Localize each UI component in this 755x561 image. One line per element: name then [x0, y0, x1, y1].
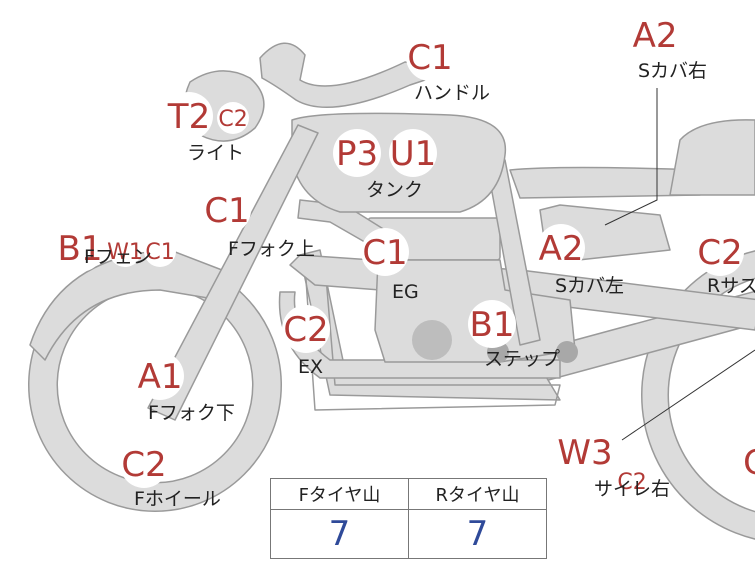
header-rear-tire: Rタイヤ山: [408, 478, 547, 510]
badge-f-fender-main: B1: [56, 224, 104, 272]
badge-light-main: T2: [165, 92, 213, 140]
value-front-tire: 7: [270, 509, 409, 559]
label-s-cover-right: Sカバ右: [638, 60, 708, 82]
svg-text:C2: C2: [121, 445, 166, 485]
svg-text:P3: P3: [336, 134, 378, 174]
svg-text:U1: U1: [390, 134, 437, 174]
badge-ex: C2: [282, 305, 330, 353]
header-front-tire: Fタイヤ山: [270, 478, 409, 510]
svg-text:C2: C2: [283, 310, 328, 350]
badge-f-wheel: C2: [120, 440, 168, 488]
front-fork: [147, 124, 319, 421]
badge-silencer-main: W3: [557, 428, 613, 476]
badge-s-cover-left: A2: [537, 224, 585, 272]
svg-text:C2: C2: [617, 470, 646, 495]
code-badges: C1 A2 T2 C2 P3 U1 C1 C1 A2 C2 B1 W1 C1 C…: [56, 11, 755, 497]
svg-text:A2: A2: [539, 229, 584, 269]
badge-f-fork-upper: C1: [203, 186, 251, 234]
badge-r-sus: C2: [696, 228, 744, 276]
svg-text:W1: W1: [107, 240, 143, 265]
badge-eg: C1: [361, 228, 409, 276]
svg-text:C1: C1: [145, 240, 174, 265]
badge-f-fender-sub1: W1: [107, 235, 143, 267]
badge-f-fork-lower: A1: [136, 352, 184, 400]
svg-text:B1: B1: [470, 305, 515, 345]
tire-tread-table: Fタイヤ山 Rタイヤ山 7 7: [270, 478, 547, 559]
table-header-row: Fタイヤ山 Rタイヤ山: [270, 478, 547, 510]
label-f-fender: Fフェン: [84, 246, 152, 268]
motorcycle-silhouette: [28, 42, 755, 540]
badge-s-cover-right: A2: [631, 11, 679, 59]
badge-tank-2: U1: [389, 129, 437, 177]
table-row: 7 7: [270, 509, 547, 559]
badge-step: B1: [468, 300, 516, 348]
svg-text:T2: T2: [167, 97, 210, 137]
label-step: ステップ: [484, 348, 561, 370]
label-s-cover-left: Sカバ左: [555, 275, 625, 297]
label-tank: タンク: [366, 179, 424, 201]
badge-silencer-sub: C2: [616, 465, 648, 497]
svg-text:C2: C2: [697, 233, 742, 273]
label-light: ライト: [187, 142, 245, 164]
label-f-wheel: Fホイール: [134, 488, 221, 510]
svg-text:C1: C1: [407, 38, 452, 78]
label-ex: EX: [298, 356, 324, 378]
svg-text:C1: C1: [362, 233, 407, 273]
handlebar: [259, 42, 426, 108]
label-f-fork-upper: Fフォク上: [228, 238, 315, 260]
svg-text:B1: B1: [58, 229, 103, 269]
badge-rear-edge: C: [731, 438, 755, 486]
value-rear-tire: 7: [408, 509, 547, 559]
badge-handle: C1: [406, 33, 454, 81]
leader-silencer-right: [621, 349, 755, 441]
svg-text:W3: W3: [557, 433, 612, 473]
leader-s-cover-right: [604, 88, 658, 226]
svg-text:A1: A1: [138, 357, 183, 397]
svg-text:C1: C1: [204, 191, 249, 231]
svg-text:A2: A2: [633, 16, 678, 56]
svg-text:C2: C2: [218, 107, 247, 132]
leader-lines: [604, 88, 755, 441]
label-f-fork-lower: Fフォク下: [148, 402, 235, 424]
label-handle: ハンドル: [414, 82, 491, 104]
badge-light-sub: C2: [217, 102, 249, 134]
badge-tank-1: P3: [333, 129, 381, 177]
label-eg: EG: [392, 281, 419, 303]
svg-text:C: C: [743, 443, 755, 483]
label-r-sus: Rサス: [707, 275, 755, 297]
label-silencer-right: サイレ右: [594, 478, 671, 500]
badge-f-fender-sub2: C1: [144, 235, 176, 267]
